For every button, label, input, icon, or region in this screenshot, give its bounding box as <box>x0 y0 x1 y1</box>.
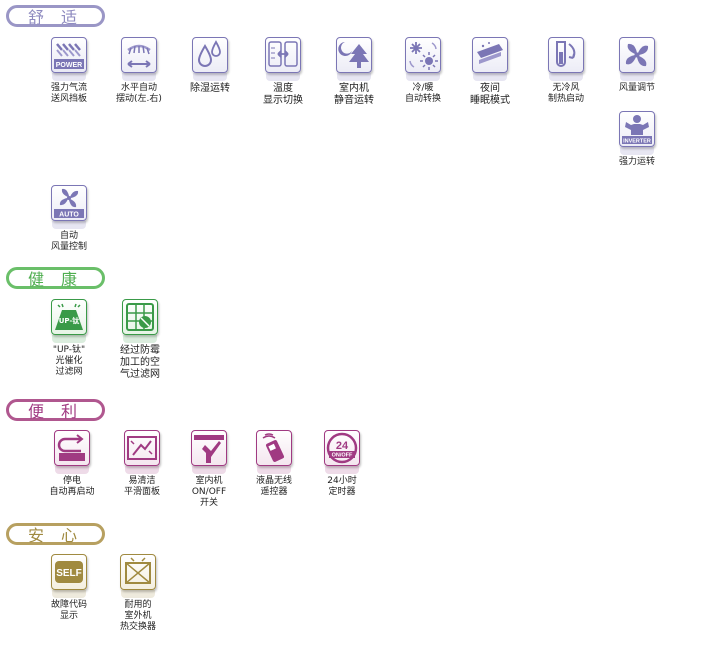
feature-caption: 强力运转 <box>618 157 655 167</box>
feature-timer: 24 ON/OFF 24小时 定时器 <box>304 430 380 498</box>
feature-caption: 夜间 睡眠模式 <box>470 83 510 106</box>
section-safety-label: 安 心 <box>6 523 105 545</box>
moon-tree-icon <box>336 37 372 73</box>
feature-caption: 室内机 静音运转 <box>334 83 374 106</box>
feature-caption: 室内机 ON/OFF 开关 <box>191 476 227 508</box>
section-comfort-label: 舒 适 <box>6 5 105 27</box>
feature-quiet: 室内机 静音运转 <box>316 37 392 107</box>
feature-caption: 温度 显示切换 <box>263 83 303 106</box>
night-bed-icon <box>472 37 508 73</box>
timer-24h-icon: 24 ON/OFF <box>324 430 360 466</box>
svg-text:UP-钛: UP-钛 <box>59 316 81 325</box>
feature-lcd-remote: 液晶无线 遥控器 <box>236 430 312 498</box>
feature-heat-exchanger: 耐用的 室外机 热交换器 <box>100 554 176 633</box>
swing-icon <box>121 37 157 73</box>
feature-power-louver: POWER 强力气流 送风挡板 <box>31 37 107 105</box>
feature-caption: 水平自动 摆动(左.右) <box>116 83 162 104</box>
feature-caption: 除湿运转 <box>190 83 230 94</box>
feature-photocatalyst: UP-钛 "UP-钛" 光催化 过滤网 <box>31 299 107 378</box>
water-drop-icon <box>192 37 228 73</box>
svg-text:24: 24 <box>336 440 349 452</box>
feature-caption: 24小时 定时器 <box>327 476 357 497</box>
feature-caption: 液晶无线 遥控器 <box>255 476 292 497</box>
feature-inverter: INVERTER 强力运转 <box>599 111 675 168</box>
svg-text:ON/OFF: ON/OFF <box>332 453 353 459</box>
feature-no-cold-air: 无冷风 制热启动 <box>528 37 604 105</box>
photocatalyst-filter-icon: UP-钛 <box>51 299 87 335</box>
feature-horizontal-swing: 水平自动 摆动(左.右) <box>101 37 177 105</box>
feature-caption: 冷/暖 自动转换 <box>404 83 441 104</box>
feature-caption: 易清洁 平滑面板 <box>123 476 160 497</box>
inverter-icon: INVERTER <box>619 111 655 147</box>
feature-mold-filter: 经过防霉 加工的空 气过滤网 <box>102 299 178 381</box>
feature-self-diagnosis: SELF 故障代码 显示 <box>31 554 107 622</box>
feature-caption: 无冷风 制热启动 <box>547 83 584 104</box>
feature-cool-heat: 冷/暖 自动转换 <box>385 37 461 105</box>
feature-caption: 停电 自动再启动 <box>49 476 95 497</box>
heat-exchanger-icon <box>120 554 156 590</box>
feature-night-sleep: 夜间 睡眠模式 <box>452 37 528 107</box>
remote-control-icon <box>256 430 292 466</box>
feature-caption: 故障代码 显示 <box>50 600 87 621</box>
fan-icon <box>619 37 655 73</box>
feature-caption: 耐用的 室外机 热交换器 <box>119 600 156 632</box>
mold-filter-icon <box>122 299 158 335</box>
svg-text:INVERTER: INVERTER <box>623 139 651 145</box>
power-icon: POWER <box>51 37 87 73</box>
feature-auto-restart: 停电 自动再启动 <box>34 430 110 498</box>
feature-indoor-switch: 室内机 ON/OFF 开关 <box>171 430 247 509</box>
feature-dehumidify: 除湿运转 <box>172 37 248 95</box>
feature-easy-clean: 易清洁 平滑面板 <box>104 430 180 498</box>
feature-caption: 经过防霉 加工的空 气过滤网 <box>120 345 160 380</box>
svg-text:POWER: POWER <box>56 62 82 69</box>
easy-clean-panel-icon <box>124 430 160 466</box>
snow-sun-icon <box>405 37 441 73</box>
power-restart-icon <box>54 430 90 466</box>
self-diagnosis-icon: SELF <box>51 554 87 590</box>
feature-auto-fan: AUTO 自动 风量控制 <box>31 185 107 253</box>
hot-start-icon <box>548 37 584 73</box>
section-convenience-label: 便 利 <box>6 399 105 421</box>
svg-text:AUTO: AUTO <box>59 212 79 219</box>
auto-fan-icon: AUTO <box>51 185 87 221</box>
feature-caption: 强力气流 送风挡板 <box>50 83 87 104</box>
feature-caption: 自动 风量控制 <box>50 231 87 252</box>
feature-caption: 风量调节 <box>618 83 655 93</box>
section-health-label: 健 康 <box>6 267 105 289</box>
thermometer-icon <box>265 37 301 73</box>
svg-text:SELF: SELF <box>56 568 82 579</box>
feature-fan-adjust: 风量调节 <box>599 37 675 94</box>
feature-caption: "UP-钛" 光催化 过滤网 <box>52 345 86 377</box>
on-off-switch-icon <box>191 430 227 466</box>
feature-temp-display: 温度 显示切换 <box>245 37 321 107</box>
